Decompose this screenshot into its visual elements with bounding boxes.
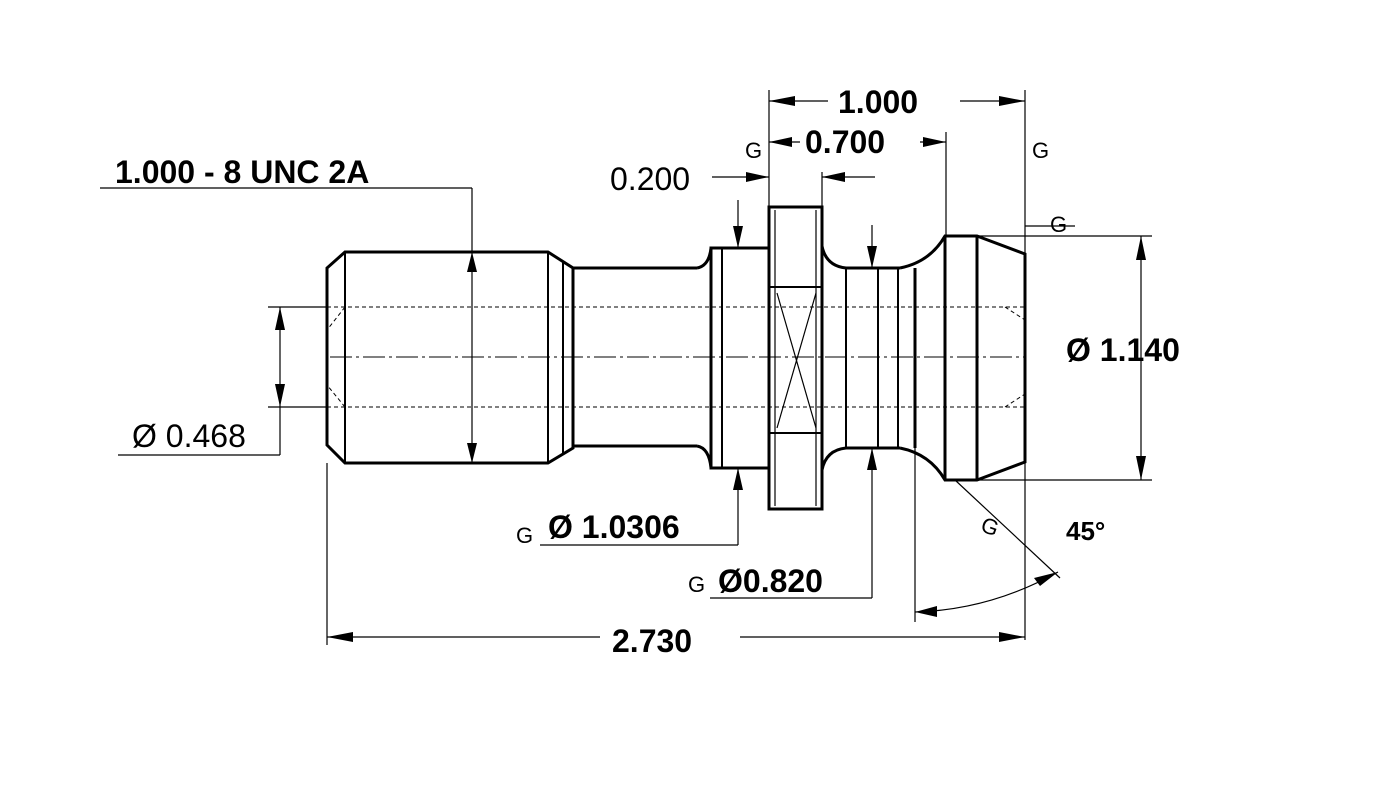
part-outline: [325, 205, 1027, 511]
grind-symbol: G: [516, 523, 533, 548]
shoulder-dia-dimension: Ø 1.0306: [540, 200, 743, 546]
grind-symbols: G G G G G G: [516, 138, 1075, 597]
head-dia-dimension: Ø 1.140: [977, 235, 1180, 481]
grind-symbol: G: [745, 138, 762, 163]
head-dia-label: Ø 1.140: [1066, 332, 1180, 368]
flange-length-label: 0.700: [805, 124, 885, 160]
bore-dia-label: Ø 0.468: [132, 418, 246, 454]
thread-dimension: 1.000 - 8 UNC 2A: [100, 154, 477, 463]
grind-symbol: G: [978, 512, 1003, 541]
angle-label: 45°: [1066, 516, 1105, 546]
overall-length-dimension: 2.730: [326, 463, 1025, 659]
bore-dia-dimension: Ø 0.468: [118, 306, 327, 456]
overall-length-label: 2.730: [612, 623, 692, 659]
neck-dia-label: Ø0.820: [718, 563, 823, 599]
neck-dia-dimension: Ø0.820: [710, 225, 877, 599]
groove-width-dimension: 0.200: [610, 161, 875, 207]
flange-length-dimension: 0.700: [769, 124, 947, 236]
grind-symbol: G: [1050, 212, 1067, 237]
top-length-label: 1.000: [838, 84, 918, 120]
shoulder-dia-label: Ø 1.0306: [548, 509, 680, 545]
shoulder-collar: [709, 246, 771, 470]
hex-flange: [767, 205, 824, 511]
grind-symbol: G: [1032, 138, 1049, 163]
thread-spec-label: 1.000 - 8 UNC 2A: [115, 154, 369, 190]
groove-width-label: 0.200: [610, 161, 690, 197]
internal-bore: [326, 306, 1026, 408]
pull-stud-head: [899, 234, 1027, 482]
grind-symbol: G: [688, 572, 705, 597]
angle-dimension: 45°: [914, 448, 1105, 622]
top-length-dimension: 1.000: [768, 84, 1026, 640]
